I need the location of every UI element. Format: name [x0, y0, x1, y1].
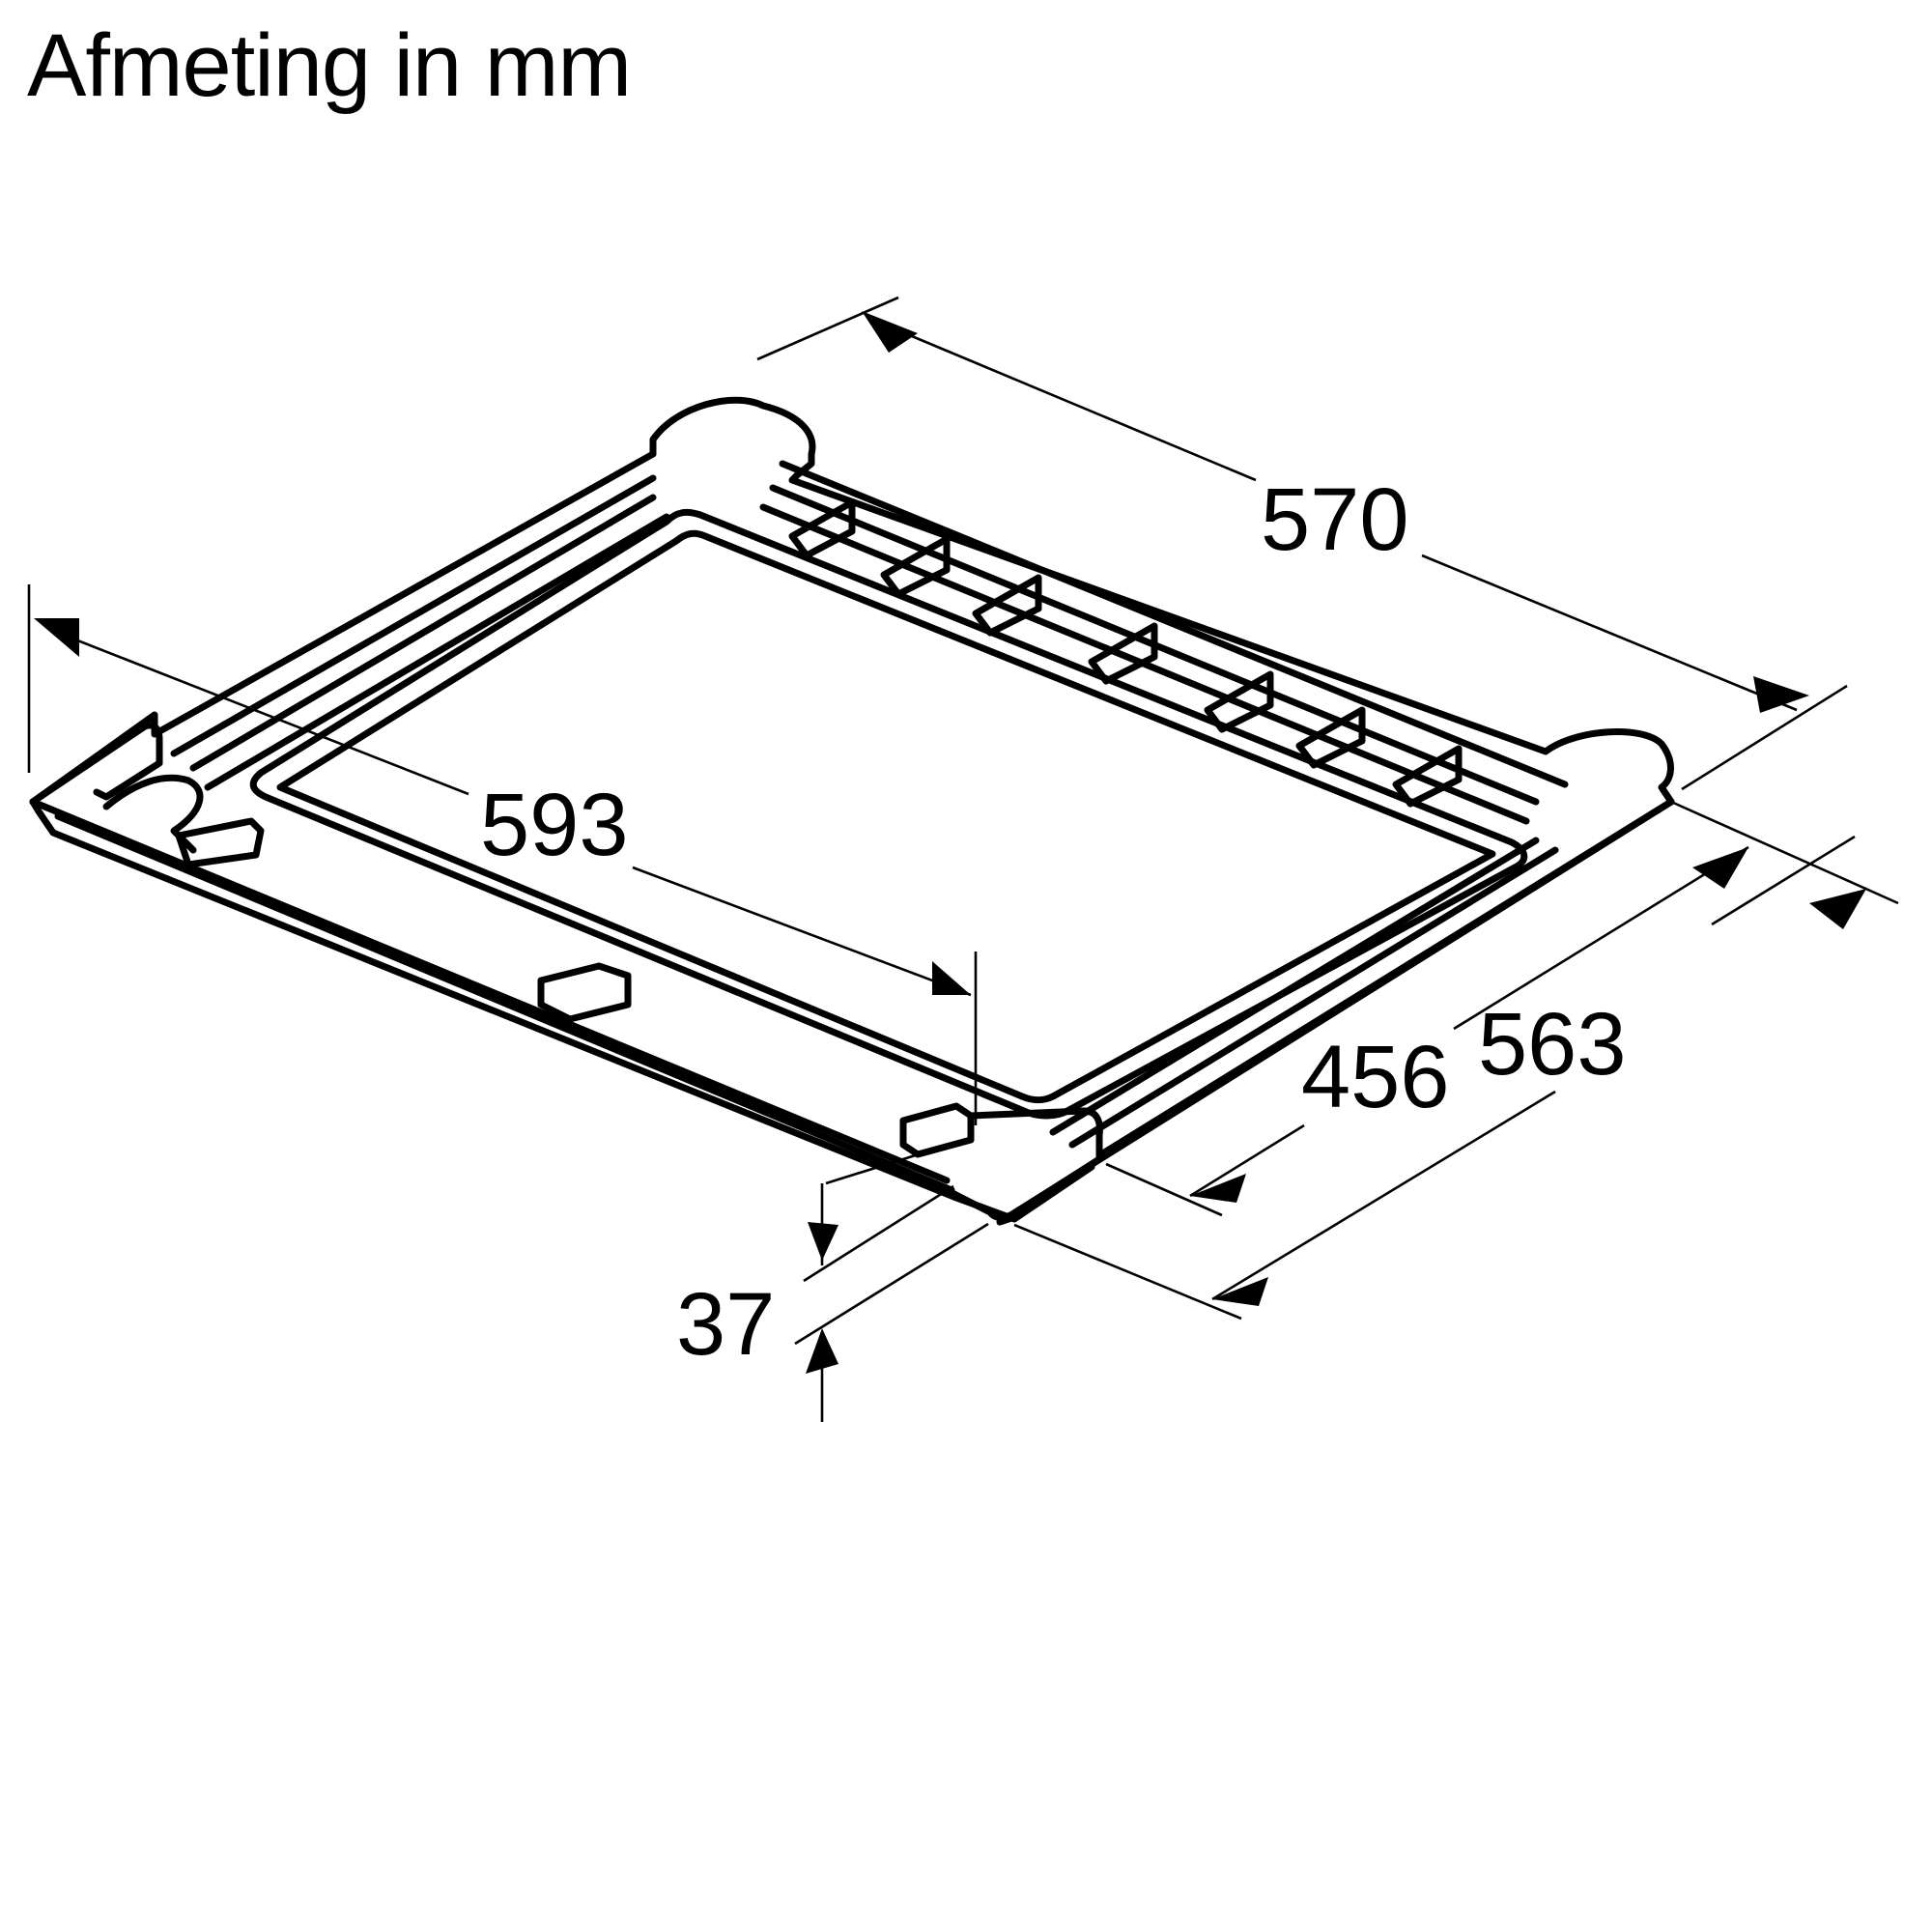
dimension-label-563: 563 — [1478, 995, 1627, 1094]
dimension-456 — [1105, 800, 1899, 1217]
dimension-label-37: 37 — [676, 1275, 776, 1374]
dimension-label-593: 593 — [480, 776, 629, 874]
dimension-593 — [27, 584, 978, 1125]
page-title: Afmeting in mm — [27, 16, 632, 115]
stacking-frame — [29, 396, 1675, 1226]
dimension-570 — [756, 296, 1848, 791]
dimension-label-570: 570 — [1261, 470, 1409, 569]
dimension-37 — [794, 1136, 989, 1422]
dimension-label-456: 456 — [1301, 1028, 1450, 1126]
dimension-563 — [1013, 835, 1866, 1321]
back-rail-ribs — [788, 498, 1463, 808]
